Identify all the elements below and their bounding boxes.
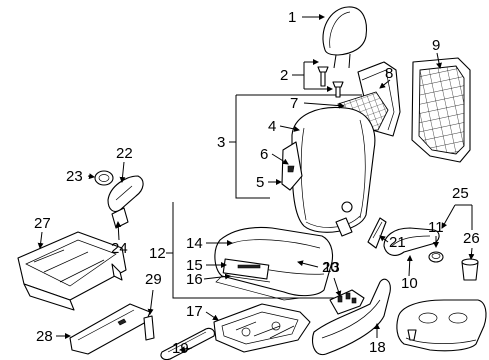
callout-10: 10 <box>401 275 418 292</box>
seatback-assembly <box>281 61 401 237</box>
callout-23: 23 <box>66 168 83 185</box>
seat-switch <box>329 289 365 315</box>
headrest <box>322 6 368 69</box>
headrest-guides <box>317 66 344 98</box>
callout-15: 15 <box>186 257 203 274</box>
callout-labels: 1 2 3 4 5 6 7 8 9 10 11 12 13 14 15 16 1… <box>34 9 480 357</box>
side-bracket <box>367 217 387 249</box>
recline-lever-assembly <box>94 170 144 229</box>
callout-7: 7 <box>290 95 298 112</box>
callout-29: 29 <box>145 271 162 288</box>
callout-18: 18 <box>369 339 386 356</box>
callout-4: 4 <box>268 118 276 135</box>
callout-19: 19 <box>172 340 189 357</box>
seat-track-cover <box>69 303 151 355</box>
side-cover-trim <box>160 327 215 360</box>
callout-2: 2 <box>280 67 288 84</box>
callout-9: 9 <box>432 37 440 54</box>
cup-insert <box>461 258 479 281</box>
callout-21: 21 <box>389 234 406 251</box>
cupholder-tray <box>396 299 487 352</box>
callout-24: 24 <box>111 240 128 257</box>
callout-14: 14 <box>186 235 203 252</box>
seat-cushion-assembly <box>214 226 334 301</box>
callout-6: 6 <box>260 146 268 163</box>
callout-22: 22 <box>116 145 133 162</box>
leader-lines <box>37 14 475 353</box>
recliner-knob <box>428 251 444 263</box>
side-shield-cover <box>383 227 440 256</box>
callout-3: 3 <box>217 134 225 151</box>
callout-25: 25 <box>452 185 469 202</box>
callout-13: 13 <box>323 259 340 276</box>
callout-5: 5 <box>256 174 264 191</box>
callout-20: 20 <box>322 259 339 276</box>
cover-plate <box>143 315 155 341</box>
callout-26: 26 <box>463 230 480 247</box>
callout-1: 1 <box>288 9 296 26</box>
callout-12: 12 <box>149 245 166 262</box>
callout-11: 11 <box>428 219 444 236</box>
callout-17: 17 <box>186 303 203 320</box>
seatback-group-bracket <box>235 94 362 199</box>
outer-side-shield <box>311 278 391 356</box>
cushion-group-bracket <box>172 202 340 299</box>
callout-27: 27 <box>34 215 51 232</box>
seatback-rear-panel <box>411 57 471 163</box>
power-seat-adjuster <box>213 303 311 353</box>
callout-28: 28 <box>36 328 53 345</box>
callout-8: 8 <box>385 65 393 82</box>
callout-16: 16 <box>186 271 203 288</box>
seat-track-frame <box>17 231 127 311</box>
